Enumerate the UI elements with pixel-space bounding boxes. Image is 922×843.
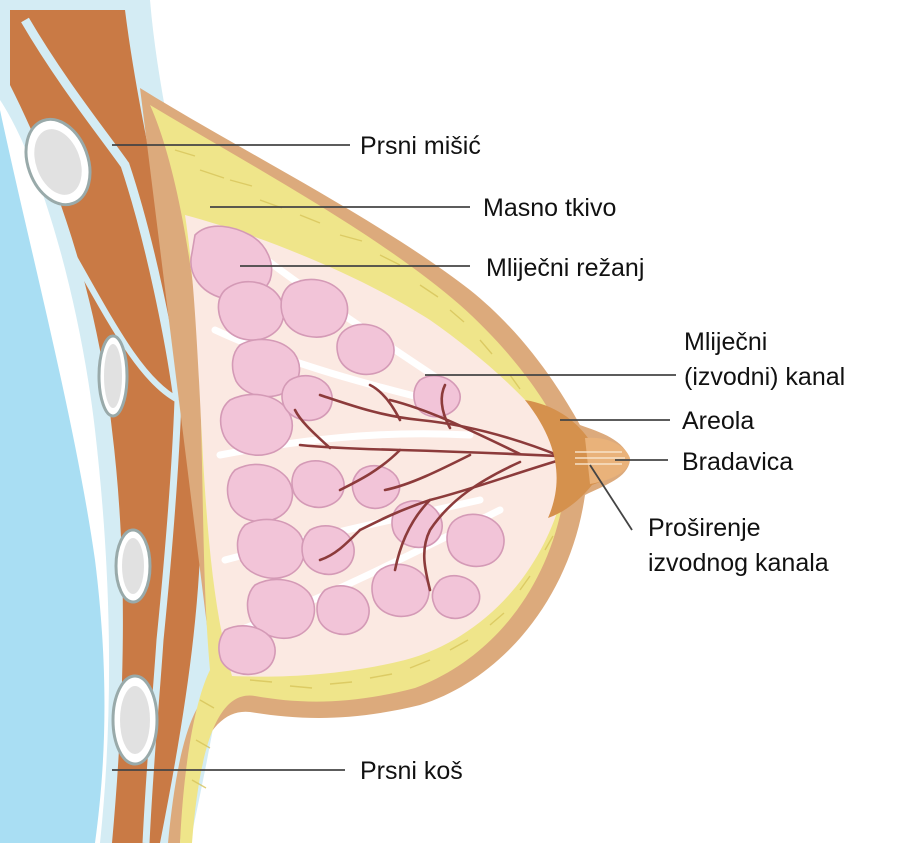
lobule [372,564,429,616]
rib-stipple [120,686,150,754]
label-milk-duct-line1: Mliječni [684,328,767,356]
lobule [302,526,354,575]
lobule [317,586,369,635]
label-chest-wall: Prsni koš [360,757,463,785]
label-duct-widening-line1: Proširenje [648,514,761,542]
lobule [281,279,347,337]
lobule [238,519,305,578]
lobule [292,461,344,508]
lobule [218,282,283,340]
lobule [228,464,293,521]
lobule [432,576,479,619]
rib-stipple [122,538,144,594]
lobule [282,376,332,421]
lobule [447,514,504,566]
lobule [221,394,293,455]
lobule [337,324,394,374]
rib-stipple [104,344,122,408]
label-milk-duct-line2: (izvodni) kanal [684,363,845,391]
label-areola: Areola [682,407,754,435]
label-duct-widening-line2: izvodnog kanala [648,549,829,577]
label-mammary-lobe: Mliječni režanj [486,254,644,282]
label-fat-tissue: Masno tkivo [483,194,616,222]
label-nipple: Bradavica [682,448,793,476]
lobule [219,626,275,675]
label-pectoral-muscle: Prsni mišić [360,132,481,160]
